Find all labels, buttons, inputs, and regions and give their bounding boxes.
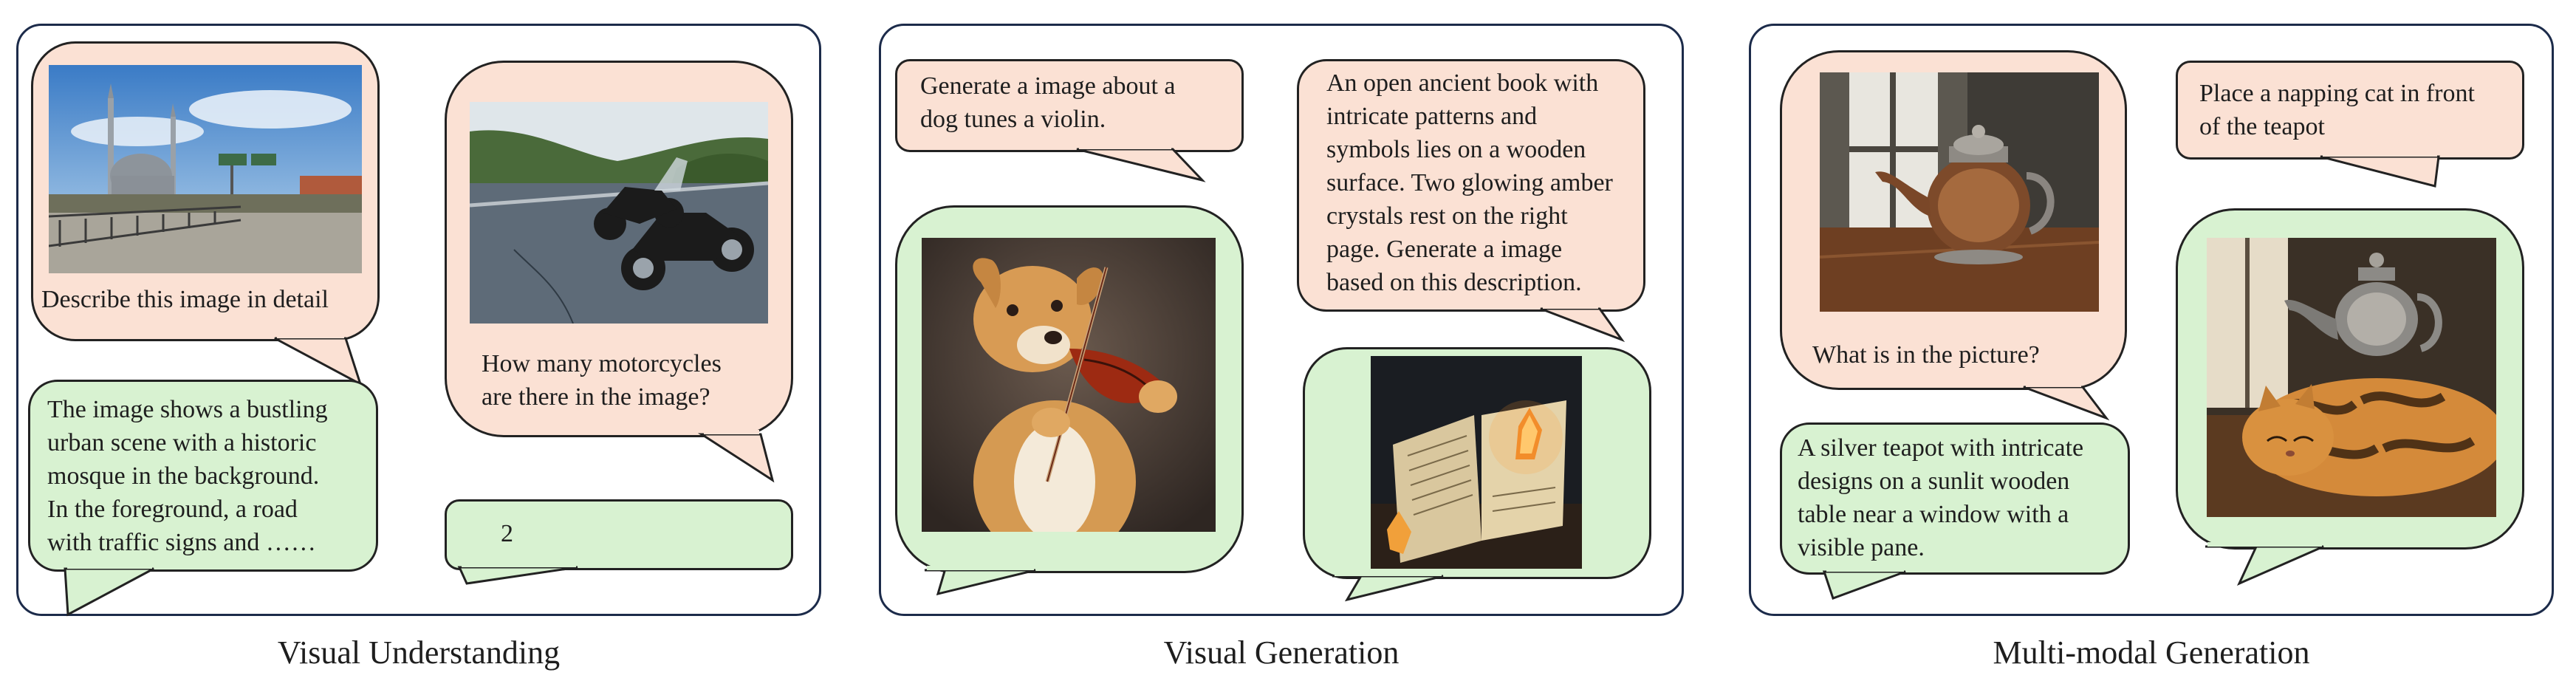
visual-understanding-caption: Visual Understanding <box>277 634 561 671</box>
user-question-describe: Describe this image in detail <box>41 286 329 313</box>
user-prompt-bubble-book <box>1297 59 1645 343</box>
model-answer-count: 2 <box>501 520 513 547</box>
user-question-teapot: What is in the picture? <box>1812 341 2040 369</box>
user-instruction-cat: Place a napping cat in front of the teap… <box>2199 80 2475 140</box>
generated-cat-teapot-image <box>2207 238 2496 517</box>
model-answer-bubble-describe <box>28 380 378 617</box>
user-instruction-bubble-cat <box>2176 61 2524 188</box>
model-answer-teapot: A silver teapot with intricate designs o… <box>1798 434 2084 561</box>
user-prompt-dog: Generate a image about a dog tunes a vio… <box>920 72 1176 133</box>
multimodal-generation-caption: Multi-modal Generation <box>1993 634 2310 671</box>
motorcycles-photo <box>470 102 768 324</box>
user-prompt-bubble-dog <box>895 59 1244 182</box>
model-answer-describe: The image shows a bustling urban scene w… <box>47 396 328 556</box>
user-question-motorcycles: How many motorcycles are there in the im… <box>482 350 722 411</box>
visual-generation-caption: Visual Generation <box>1163 634 1400 671</box>
user-prompt-book: An open ancient book with intricate patt… <box>1326 69 1613 296</box>
model-answer-bubble-teapot <box>1780 422 2130 600</box>
generated-ancient-book-image <box>1371 356 1582 569</box>
generated-dog-violin-image <box>922 238 1216 532</box>
teapot-photo <box>1820 72 2099 312</box>
mosque-street-photo <box>49 65 362 273</box>
model-answer-bubble-count <box>445 499 793 585</box>
